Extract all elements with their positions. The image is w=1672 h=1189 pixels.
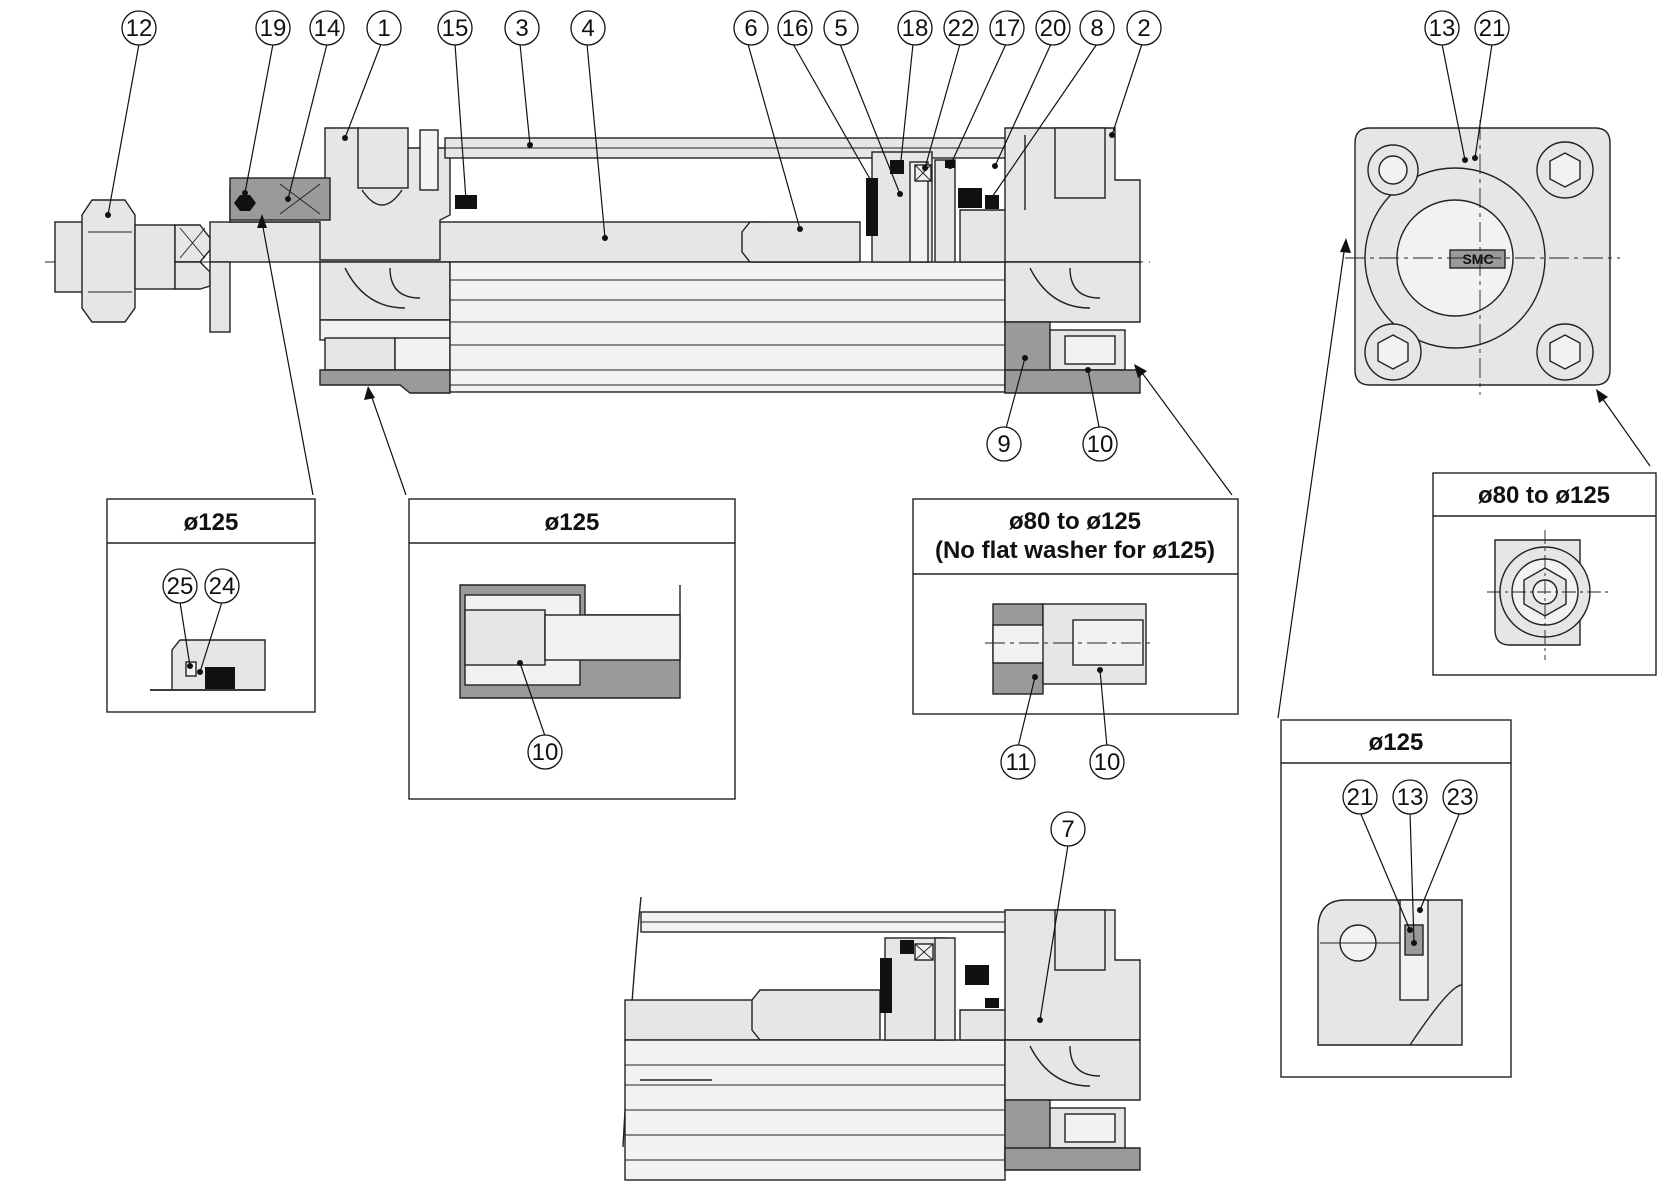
callout-11: 11 [1000,744,1036,780]
tie-rod-nut-top-left [1367,144,1419,196]
callout-1: 1 [366,10,402,46]
detail-box-cushion-valve: ø125 21 13 23 [1280,719,1512,1078]
svg-text:1: 1 [377,15,390,42]
svg-text:25: 25 [167,573,194,600]
detail-title-tie-rod-nut-line1: ø80 to ø125 [1009,508,1141,535]
svg-text:18: 18 [902,15,929,42]
svg-text:24: 24 [209,573,236,600]
callout-8: 8 [1079,10,1115,46]
svg-text:16: 16 [782,15,809,42]
detail-title-head-nut: ø125 [545,509,600,536]
callout-5: 5 [823,10,859,46]
cylinder-tube [449,261,1006,393]
lower-section-view: 7 [622,811,1141,1181]
callout-20: 20 [1035,10,1071,46]
detail-box-tie-rod-nut: ø80 to ø125 (No flat washer for ø125) 11… [912,498,1239,780]
callout-3: 3 [504,10,540,46]
svg-text:22: 22 [948,15,975,42]
callout-10-main: 10 [1082,426,1118,462]
svg-text:3: 3 [515,15,528,42]
svg-text:5: 5 [834,15,847,42]
detail-title-cushion-valve: ø125 [1369,729,1424,756]
callout-6: 6 [733,10,769,46]
svg-text:6: 6 [744,15,757,42]
svg-text:10: 10 [532,739,559,766]
svg-text:17: 17 [994,15,1021,42]
svg-text:13: 13 [1429,15,1456,42]
cushion-ring [741,221,861,263]
svg-text:7: 7 [1061,816,1074,843]
svg-text:12: 12 [126,15,153,42]
rod-end-nut [81,199,136,323]
detail-title-end-view-nut: ø80 to ø125 [1478,482,1610,509]
svg-text:20: 20 [1040,15,1067,42]
svg-text:9: 9 [997,431,1010,458]
callout-7: 7 [1050,811,1086,847]
svg-text:8: 8 [1090,15,1103,42]
detail-box-end-view-nut: ø80 to ø125 [1432,472,1657,676]
svg-text:23: 23 [1447,784,1474,811]
callout-2: 2 [1126,10,1162,46]
callout-18: 18 [897,10,933,46]
tie-rod-nut-top-right [1536,141,1594,199]
callout-16: 16 [777,10,813,46]
callout-17: 17 [989,10,1025,46]
svg-text:21: 21 [1347,784,1374,811]
callout-10-headnut: 10 [527,734,563,770]
callout-13-cushion: 13 [1392,779,1428,815]
end-view: SMC 13 21 [1345,10,1620,395]
svg-text:13: 13 [1397,784,1424,811]
piston-rod [209,221,761,263]
svg-text:15: 15 [442,15,469,42]
callout-22: 22 [943,10,979,46]
callout-23: 23 [1442,779,1478,815]
callout-24: 24 [204,568,240,604]
svg-text:14: 14 [314,15,341,42]
svg-text:10: 10 [1087,431,1114,458]
svg-text:21: 21 [1479,15,1506,42]
tie-rod-nut-bottom-left [1364,323,1422,381]
detail-title-rod-seal: ø125 [184,509,239,536]
callout-21-cushion: 21 [1342,779,1378,815]
detail-title-tie-rod-nut-line2: (No flat washer for ø125) [935,537,1215,564]
rod-cover-nut [324,337,396,371]
svg-text:11: 11 [1006,749,1031,776]
callout-14: 14 [309,10,345,46]
callout-15: 15 [437,10,473,46]
callout-21-end: 21 [1474,10,1510,46]
tie-rod-nut-bottom-right [1536,323,1594,381]
smc-logo: SMC [1462,251,1493,267]
callout-10-tierod: 10 [1089,744,1125,780]
svg-text:4: 4 [581,15,594,42]
callout-4: 4 [570,10,606,46]
detail-pointers [257,214,1651,719]
detail-box-rod-seal: ø125 25 24 [106,498,316,713]
svg-text:2: 2 [1137,15,1150,42]
callout-25: 25 [162,568,198,604]
main-callouts: 12 19 14 1 15 3 4 6 16 5 18 22 17 20 8 2… [105,10,1162,462]
callout-13-end: 13 [1424,10,1460,46]
svg-text:10: 10 [1094,749,1121,776]
detail-box-head-nut: ø125 10 [408,498,736,800]
callout-9: 9 [986,426,1022,462]
svg-text:19: 19 [260,15,287,42]
main-section-view [45,127,1150,394]
callout-12: 12 [121,10,157,46]
callout-19: 19 [255,10,291,46]
